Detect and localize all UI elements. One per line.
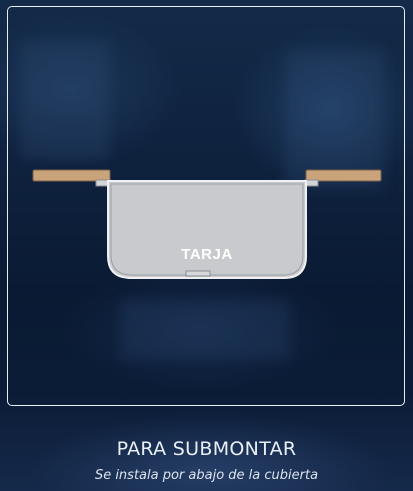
- background-shape: [285, 50, 385, 190]
- sink-bowl: [107, 180, 307, 279]
- countertop-right: [305, 169, 382, 182]
- background-shape: [20, 40, 110, 160]
- background-shape: [120, 300, 290, 360]
- drain: [185, 270, 211, 277]
- caption-title: PARA SUBMONTAR: [116, 438, 297, 460]
- sink-inner-edge: [110, 183, 304, 276]
- caption-subtitle: Se instala por abajo de la cubierta: [94, 468, 319, 483]
- sink-label: TARJA: [181, 246, 233, 263]
- countertop-left: [32, 169, 111, 182]
- illustration-frame: [7, 6, 405, 406]
